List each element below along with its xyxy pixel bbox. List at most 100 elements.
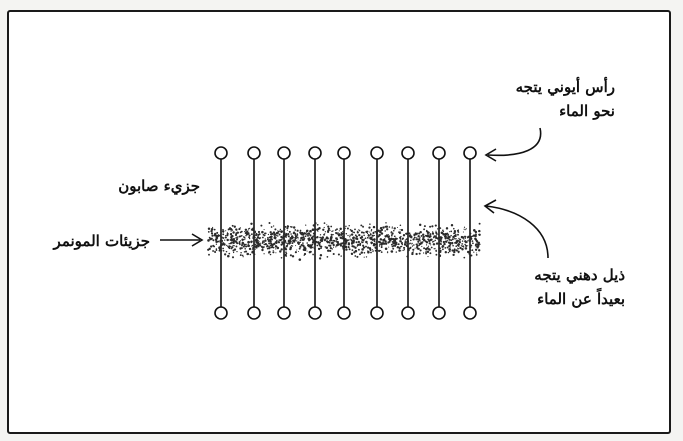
monomer-dot: [317, 241, 320, 244]
monomer-dot: [405, 232, 408, 235]
monomer-dot: [309, 250, 312, 253]
monomer-dot: [406, 255, 409, 258]
monomer-dot: [216, 231, 219, 234]
monomer-dot: [452, 244, 454, 247]
monomer-dot: [466, 250, 470, 254]
monomer-dot: [253, 243, 256, 246]
monomer-dot: [250, 222, 253, 225]
monomer-dot: [468, 235, 471, 238]
monomer-dot: [336, 228, 338, 231]
monomer-dot: [464, 240, 467, 243]
monomer-dot: [388, 226, 391, 228]
monomer-dot: [430, 246, 433, 249]
monomer-dot: [428, 242, 431, 245]
monomer-dot: [251, 228, 254, 231]
monomer-dot: [215, 248, 218, 250]
monomer-dot: [313, 247, 316, 250]
monomer-dot: [453, 238, 456, 240]
ionic-head-label-line-1: رأس أيوني يتجه: [515, 78, 615, 96]
monomer-dot: [335, 232, 338, 235]
monomer-dot: [394, 238, 397, 241]
monomer-dot: [380, 251, 383, 253]
monomer-dot: [228, 252, 231, 255]
monomer-dot: [359, 230, 361, 232]
monomer-dot: [275, 245, 277, 247]
monomer-dot: [268, 221, 271, 225]
monomer-dot: [345, 233, 348, 235]
monomer-dot: [243, 243, 246, 246]
monomer-dot: [428, 248, 430, 251]
monomer-dot: [294, 236, 297, 238]
monomer-dot: [283, 233, 286, 236]
monomer-dot: [218, 249, 221, 252]
monomer-dot: [263, 241, 266, 243]
monomer-dot: [416, 246, 419, 249]
monomer-dot: [380, 246, 383, 248]
monomer-dot: [374, 230, 377, 233]
monomer-dot: [306, 233, 309, 235]
monomer-dot: [373, 238, 376, 241]
monomer-dot: [463, 226, 466, 228]
monomer-dot: [225, 230, 227, 232]
monomer-dot: [338, 230, 340, 232]
monomer-dot: [318, 243, 321, 245]
molecule-head-top: [401, 146, 415, 160]
monomer-dot: [369, 249, 372, 252]
monomer-dot: [284, 247, 286, 249]
molecule-head-bottom: [308, 306, 322, 320]
monomer-dot: [226, 238, 229, 242]
monomer-dot: [450, 234, 452, 237]
monomer-dot: [263, 240, 265, 242]
monomer-dot: [350, 229, 353, 233]
monomer-dot: [386, 251, 389, 254]
monomer-dot: [272, 246, 275, 249]
monomer-dot: [231, 246, 234, 249]
monomer-dot: [270, 235, 273, 238]
monomer-dot: [375, 241, 378, 244]
monomer-dot: [254, 243, 257, 246]
monomer-dot: [372, 244, 375, 247]
monomer-dot: [220, 242, 222, 244]
monomer-dot: [384, 247, 388, 250]
monomer-dot: [448, 238, 451, 241]
monomer-dot: [400, 242, 403, 245]
monomer-dot: [391, 241, 394, 243]
monomer-dot: [299, 239, 302, 242]
monomer-dot: [478, 233, 480, 236]
monomer-dot: [227, 254, 230, 258]
monomer-dot: [286, 232, 288, 234]
monomer-dot: [363, 234, 365, 237]
monomer-dot: [449, 248, 451, 250]
monomer-dot: [335, 240, 337, 243]
monomer-dot: [284, 239, 286, 242]
monomer-dot: [456, 229, 459, 232]
monomer-dot: [235, 229, 238, 231]
monomer-dot: [241, 243, 244, 246]
monomer-dot: [377, 235, 379, 238]
monomer-dot: [275, 241, 278, 244]
monomer-dot: [442, 229, 444, 232]
monomer-dot: [304, 235, 307, 238]
arrows: [160, 127, 549, 259]
monomer-dot: [369, 231, 371, 233]
monomer-dot: [280, 243, 283, 246]
monomer-dot: [327, 225, 330, 228]
monomer-dot: [405, 241, 408, 243]
monomer-dot: [326, 256, 329, 258]
monomer-dot: [347, 245, 350, 248]
monomer-dot: [425, 248, 428, 251]
monomer-molecules-label: جزيئات المونمر: [53, 232, 150, 250]
monomer-dot: [422, 233, 425, 236]
monomer-dot: [264, 234, 266, 236]
monomer-dot: [354, 228, 356, 231]
monomer-dot: [326, 224, 328, 226]
monomer-dot: [224, 236, 226, 239]
monomer-dot: [330, 225, 333, 228]
monomer-dot: [291, 242, 294, 245]
monomer-dot: [431, 232, 435, 235]
monomer-dot: [239, 247, 242, 250]
monomer-dot: [387, 233, 389, 236]
monomer-dot: [458, 237, 460, 240]
monomer-dot: [365, 245, 367, 248]
monomer-dot: [268, 246, 271, 250]
